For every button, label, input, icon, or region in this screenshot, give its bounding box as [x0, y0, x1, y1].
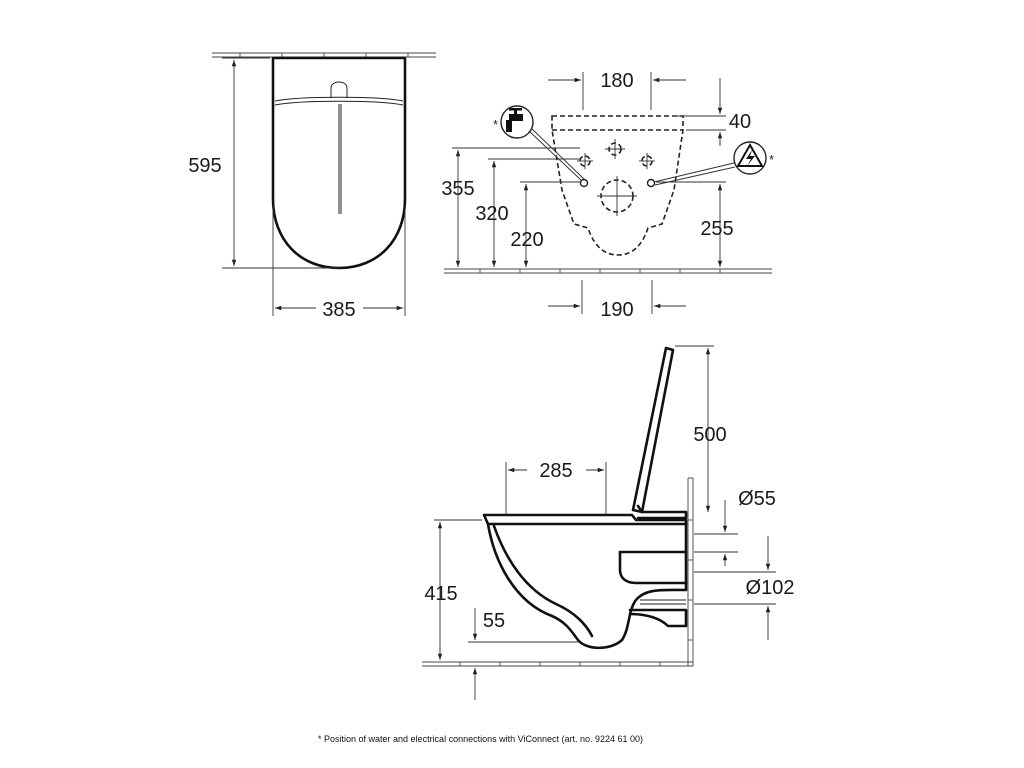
side-view-trap: [618, 550, 688, 585]
fixing-point-marks: [577, 139, 655, 169]
top-view-seat-line-2: [274, 100, 404, 106]
dim-355: 355: [441, 178, 474, 200]
side-view-wall: [687, 477, 694, 666]
side-view-bowl: [486, 522, 688, 650]
dim-415: 415: [424, 583, 457, 605]
dim-255: 255: [700, 218, 733, 240]
wall-view: * * 180 40 355 320 220: [441, 70, 774, 321]
dim-500: 500: [693, 424, 726, 446]
dim-o55: Ø55: [738, 488, 776, 510]
wall-view-dashed-outline: [551, 115, 684, 256]
top-view: 595 385: [188, 52, 436, 321]
footnote: * Position of water and electrical conne…: [318, 734, 644, 744]
dim-385: 385: [322, 299, 355, 321]
dim-320: 320: [475, 203, 508, 225]
top-view-seat-line: [274, 96, 404, 102]
top-view-button: [330, 81, 348, 98]
water-asterisk: *: [493, 117, 498, 132]
dim-55: 55: [483, 610, 505, 632]
top-view-wall: [212, 52, 436, 58]
electric-asterisk: *: [769, 152, 774, 167]
electric-warning-icon: [653, 141, 767, 186]
side-view: 500 285 Ø55 Ø102 415 55: [422, 345, 795, 700]
top-view-toilet-outline: [271, 56, 407, 270]
wall-view-floor: [444, 268, 772, 274]
water-tap-icon: [500, 105, 585, 182]
electric-connection-point: [646, 178, 656, 188]
side-view-lid: [631, 346, 675, 514]
side-view-floor: [422, 661, 693, 667]
dim-o102: Ø102: [746, 577, 795, 599]
dim-220: 220: [510, 229, 543, 251]
dim-595: 595: [188, 155, 221, 177]
dim-40: 40: [729, 111, 751, 133]
dim-190: 190: [600, 299, 633, 321]
water-connection-point: [579, 178, 589, 188]
side-view-bowl-inner: [492, 524, 594, 638]
side-view-seat: [482, 513, 688, 526]
dim-285: 285: [539, 460, 572, 482]
dim-180: 180: [600, 70, 633, 92]
